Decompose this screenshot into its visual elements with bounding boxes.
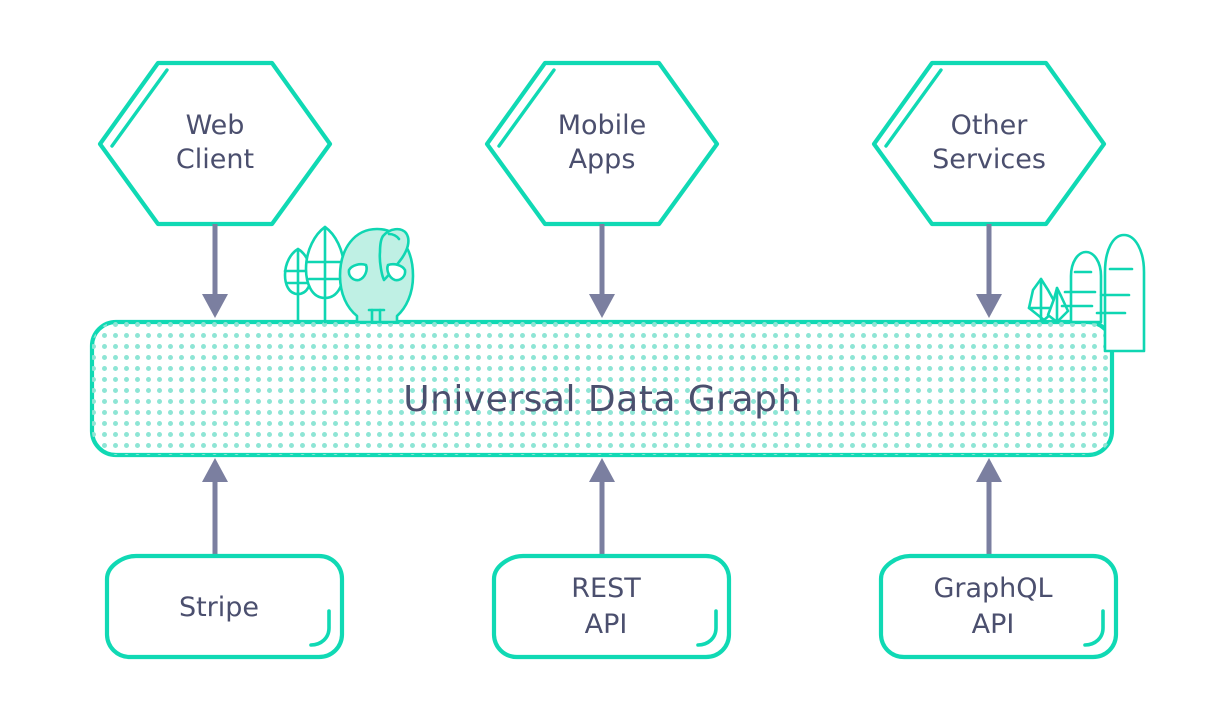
client-label-web-client-line2: Client xyxy=(176,144,254,175)
arrow-head-down xyxy=(202,294,228,318)
source-label-rest-api-line2: API xyxy=(585,609,628,640)
source-box-shape-graphql-api[interactable] xyxy=(878,553,1119,660)
source-node-rest-api[interactable]: REST API xyxy=(491,553,732,660)
client-label-other-services-line1: Other xyxy=(951,110,1029,141)
alien-mascot-icon xyxy=(338,227,415,324)
source-box-shape-stripe[interactable] xyxy=(104,553,345,660)
hexagon-accent-line-web-client xyxy=(110,68,169,148)
cactus-icon-small xyxy=(1060,250,1103,324)
source-box-accent-stripe xyxy=(309,609,331,647)
connector-rest-api-to-graph xyxy=(589,458,615,555)
source-label-graphql-api-line2: API xyxy=(972,609,1015,640)
hexagon-shape-mobile-apps[interactable] xyxy=(484,60,720,227)
client-label-mobile-apps-line2: Apps xyxy=(569,144,636,175)
hexagon-accent-line-other-services xyxy=(884,68,943,148)
connector-graphql-api-to-graph xyxy=(976,458,1002,555)
arrow-head-up xyxy=(589,458,615,482)
connector-other-services-to-graph xyxy=(976,224,1002,318)
source-label-stripe-line1: Stripe xyxy=(179,592,259,623)
connector-stripe-to-graph xyxy=(202,458,228,555)
source-box-shape-rest-api[interactable] xyxy=(491,553,732,660)
client-node-other-services[interactable]: Other Services xyxy=(871,60,1107,227)
client-label-mobile-apps-line1: Mobile xyxy=(558,110,647,141)
source-box-accent-rest-api xyxy=(696,609,718,647)
hexagon-shape-web-client[interactable] xyxy=(97,60,333,227)
arrow-head-up xyxy=(202,458,228,482)
decoration-right-cluster xyxy=(1027,233,1146,353)
client-label-web-client-line1: Web xyxy=(186,110,245,141)
hexagon-shape-other-services[interactable] xyxy=(871,60,1107,227)
arrow-head-up xyxy=(976,458,1002,482)
universal-data-graph-node[interactable]: Universal Data Graph xyxy=(89,319,1115,458)
universal-data-graph-label: Universal Data Graph xyxy=(403,379,801,420)
client-label-other-services-line2: Services xyxy=(932,144,1046,175)
client-node-web-client[interactable]: Web Client xyxy=(97,60,333,227)
decoration-left-cluster xyxy=(283,225,415,324)
tree-icon-large xyxy=(304,225,346,324)
source-box-accent-graphql-api xyxy=(1083,609,1105,647)
source-label-graphql-api-line1: GraphQL xyxy=(933,573,1052,604)
dot-pattern-fill xyxy=(92,322,1112,455)
crystal-icon xyxy=(1027,277,1070,324)
arrow-head-down xyxy=(589,294,615,318)
source-node-graphql-api[interactable]: GraphQL API xyxy=(878,553,1119,660)
cactus-icon-large xyxy=(1095,233,1146,353)
hexagon-accent-line-mobile-apps xyxy=(497,68,556,148)
source-node-stripe[interactable]: Stripe xyxy=(104,553,345,660)
arrow-head-down xyxy=(976,294,1002,318)
connector-web-client-to-graph xyxy=(202,224,228,318)
connector-mobile-apps-to-graph xyxy=(589,224,615,318)
source-label-rest-api-line1: REST xyxy=(571,573,641,604)
client-node-mobile-apps[interactable]: Mobile Apps xyxy=(484,60,720,227)
